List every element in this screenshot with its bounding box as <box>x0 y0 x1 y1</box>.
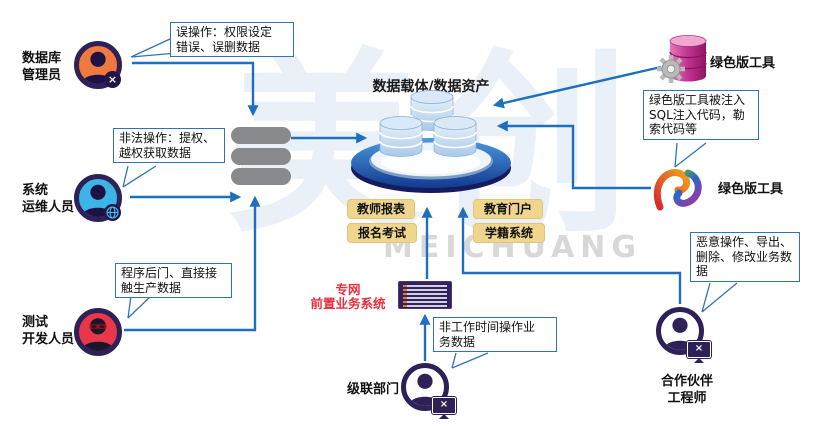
app-chip-education-portal: 教育门户 <box>473 199 543 219</box>
arrow-partner-to-data <box>457 206 682 304</box>
arrow-dev-to-storage <box>124 195 261 332</box>
rack-label: 专网 前置业务系统 <box>310 282 386 311</box>
database-platform-icon <box>351 90 511 193</box>
monitor-tools-icon: × <box>687 341 711 358</box>
arrow-dba-to-storage <box>132 61 259 117</box>
ops-label: 系统 运维人员 <box>22 183 75 215</box>
callout-ops: 非法操作：提权、 越权获取数据 <box>113 128 225 163</box>
callout-dba: 误操作：权限设定 错误、误删数据 <box>170 22 294 57</box>
green-tool-mid-label: 绿色版工具 <box>718 182 784 197</box>
callout-dev: 程序后门、直接接 触生产数据 <box>115 263 232 298</box>
callout-pointer-lines <box>122 38 738 369</box>
partner-avatar: × <box>656 307 711 358</box>
arrow-greentool-mid-to-data <box>496 120 651 190</box>
x-circle-icon: × <box>104 71 121 88</box>
globe-icon <box>104 204 121 221</box>
dev-label: 测试 开发人员 <box>22 315 75 347</box>
rack-server-icon <box>398 281 452 309</box>
server-stack-icon <box>231 127 291 189</box>
data-asset-title: 数据载体/数据资产 <box>372 79 490 95</box>
hacker-person-icon <box>81 318 115 351</box>
cascade-avatar: × <box>401 363 456 414</box>
partner-label: 合作伙伴 工程师 <box>660 374 713 406</box>
cascade-label: 级联部门 <box>347 382 400 397</box>
dev-avatar <box>74 308 122 356</box>
dba-label: 数据库 管理员 <box>22 51 62 83</box>
dba-avatar: × <box>74 41 122 89</box>
green-tool-top-label: 绿色版工具 <box>710 56 776 71</box>
app-chip-student-registry: 学籍系统 <box>473 223 545 243</box>
navicat-ring-icon <box>653 169 702 211</box>
arrow-greentool-top-to-data <box>492 65 662 109</box>
database-gear-icon <box>657 35 707 83</box>
callout-cascade: 非工作时间操作业 务数据 <box>433 317 557 352</box>
monitor-tools-icon: × <box>432 397 456 414</box>
callout-partner: 恶意操作、导出、 删除、修改业务数 据 <box>690 232 800 282</box>
app-chip-teacher-report: 教师报表 <box>347 199 415 219</box>
app-chip-exam-registration: 报名考试 <box>347 223 417 243</box>
ops-avatar <box>74 174 122 222</box>
callout-tool: 绿色版工具被注入 SQL注入代码，勒 索代码等 <box>643 90 759 140</box>
